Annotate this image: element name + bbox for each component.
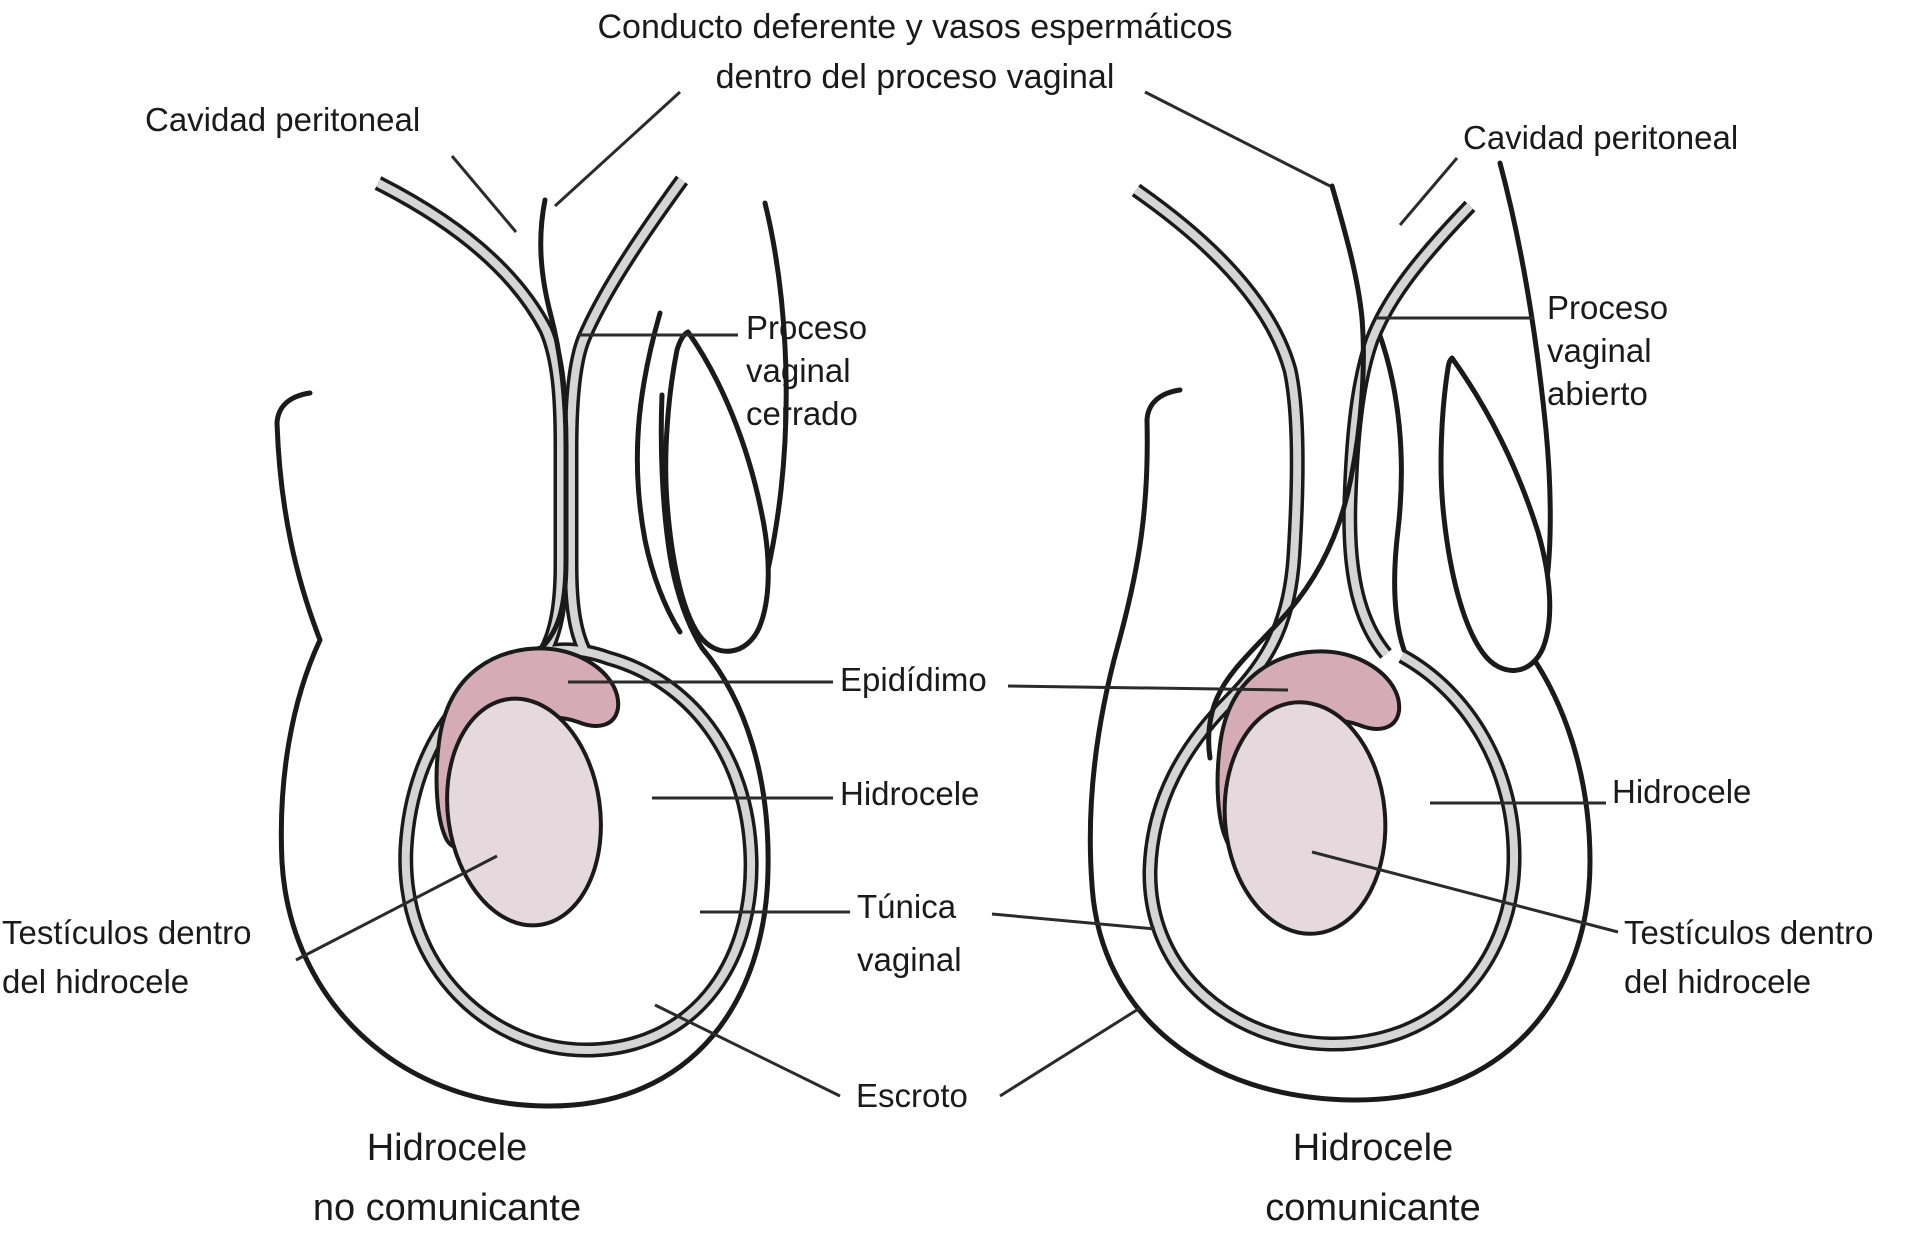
figure-title-line1: Conducto deferente y vasos espermáticos <box>597 8 1233 46</box>
left-processus-right-wall-outer <box>571 180 682 650</box>
leader-title-to-left-vas <box>553 90 682 208</box>
label-proceso-abierto-line2: vaginal <box>1547 332 1652 369</box>
label-testiculos-left-line2: del hidrocele <box>2 963 190 1000</box>
left-processus-left-wall-outer <box>378 183 561 652</box>
label-proceso-vaginal-cerrado: Proceso vaginal cerrado <box>746 306 867 435</box>
right-penis-outline <box>1438 355 1553 673</box>
left-testis <box>445 696 603 928</box>
left-penis-outline <box>663 329 771 654</box>
label-tunica-line2: vaginal <box>857 941 962 978</box>
label-proceso-cerrado-line2: vaginal <box>746 352 851 389</box>
leader-title-to-right-vas <box>1144 90 1331 188</box>
label-tunica-line1: Túnica <box>857 888 957 925</box>
label-proceso-vaginal-abierto: Proceso vaginal abierto <box>1547 286 1668 415</box>
label-escroto: Escroto <box>856 1077 968 1114</box>
label-cavidad-peritoneal-left: Cavidad peritoneal <box>145 101 421 138</box>
label-cavidad-peritoneal-right: Cavidad peritoneal <box>1463 119 1739 156</box>
label-testiculos-right-line1: Testículos dentro <box>1624 914 1874 951</box>
label-testiculos-right: Testículos dentro del hidrocele <box>1624 908 1873 1006</box>
label-proceso-cerrado-line1: Proceso <box>746 309 868 346</box>
right-vas-deferens-line <box>1206 183 1366 761</box>
caption-left-line2: no comunicante <box>312 1187 582 1229</box>
leader-testiculos-right <box>1311 850 1619 934</box>
leader-cavidad-left <box>450 155 518 233</box>
left-scrotum-outline <box>274 390 771 1109</box>
caption-left-line1: Hidrocele <box>366 1127 528 1169</box>
caption-right-line2: comunicante <box>1265 1187 1481 1229</box>
right-testis <box>1222 700 1388 936</box>
label-hidrocele-right: Hidrocele <box>1612 773 1752 810</box>
figure-title-line2: dentro del proceso vaginal <box>715 58 1115 96</box>
right-diagram-communicating <box>1087 160 1593 1103</box>
figure-title: Conducto deferente y vasos espermáticos … <box>460 2 1370 102</box>
label-tunica-vaginal: Túnica vaginal <box>857 880 962 986</box>
caption-hidrocele-comunicante: Hidrocele comunicante <box>1173 1118 1573 1238</box>
left-processus-left-wall-inner <box>378 183 561 652</box>
leader-lines <box>295 90 1619 1098</box>
label-proceso-cerrado-line3: cerrado <box>746 395 858 432</box>
caption-right-line1: Hidrocele <box>1292 1127 1454 1169</box>
leader-tunica-right <box>991 912 1156 931</box>
leader-testiculos-left <box>295 854 498 962</box>
left-diagram-noncommunicating <box>274 180 789 1109</box>
left-groin-line <box>634 310 683 635</box>
right-groin-line <box>1375 327 1407 653</box>
leader-cavidad-right <box>1398 157 1459 226</box>
leader-epididimo-right <box>1007 684 1289 692</box>
caption-hidrocele-no-comunicante: Hidrocele no comunicante <box>247 1118 647 1238</box>
right-thigh-contour <box>1497 160 1553 601</box>
label-epididimo: Epidídimo <box>840 661 987 698</box>
label-hidrocele-center: Hidrocele <box>840 775 980 812</box>
label-testiculos-left-line1: Testículos dentro <box>2 914 252 951</box>
label-proceso-abierto-line1: Proceso <box>1547 289 1669 326</box>
leader-escroto-left <box>654 1003 841 1098</box>
leader-escroto-right <box>999 1006 1141 1098</box>
label-testiculos-left: Testículos dentro del hidrocele <box>2 908 251 1006</box>
label-testiculos-right-line2: del hidrocele <box>1624 963 1812 1000</box>
label-proceso-abierto-line3: abierto <box>1547 375 1648 412</box>
right-scrotum-outline <box>1087 387 1593 1103</box>
